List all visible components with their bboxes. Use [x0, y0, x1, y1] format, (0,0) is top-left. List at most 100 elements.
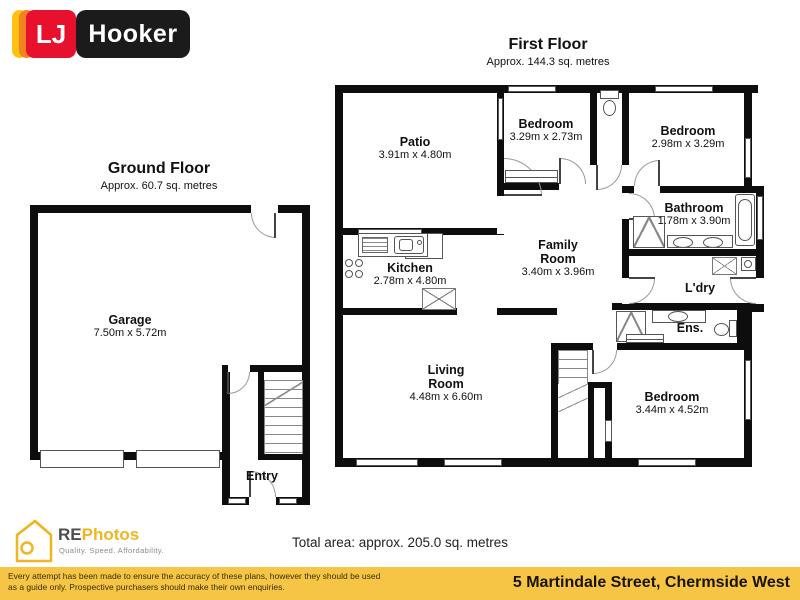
washing-machine: [712, 257, 737, 275]
wall: [258, 372, 264, 460]
door-leaf: [730, 277, 756, 279]
wall: [629, 186, 758, 193]
door-opening: [497, 196, 504, 234]
room-name: L'dry: [684, 281, 716, 295]
logo-hooker-text: Hooker: [88, 19, 178, 48]
pantry-island: [422, 288, 456, 310]
door-leaf: [249, 471, 251, 497]
door-leaf: [504, 194, 542, 196]
laundry-tub-bowl: [744, 260, 752, 268]
room-label-laundry: L'dry: [685, 281, 715, 295]
room-name: Kitchen: [387, 261, 433, 275]
door-swing-arc: [730, 278, 756, 304]
bathtub-inner: [738, 199, 752, 241]
toilet-cistern: [600, 90, 619, 99]
room-name: Bedroom: [660, 124, 716, 138]
room-dims: 3.40m x 3.96m: [521, 266, 595, 278]
basin: [673, 237, 693, 248]
room-label-bedroom1: Bedroom 3.29m x 2.73m: [510, 117, 583, 144]
door-leaf: [629, 277, 655, 279]
total-area-text: Total area: approx. 205.0 sq. metres: [291, 535, 509, 550]
shower: [633, 216, 665, 248]
room-name: Ens.: [676, 321, 704, 335]
door-opening: [228, 365, 250, 372]
sink-tap: [417, 240, 422, 245]
window: [444, 459, 502, 466]
property-address: 5 Martindale Street, Chermside West: [512, 574, 790, 591]
cooktop-burner: [345, 270, 353, 278]
room-name: Patio: [399, 135, 431, 149]
room-label-patio: Patio 3.91m x 4.80m: [379, 135, 452, 162]
basin: [703, 237, 723, 248]
room-label-bedroom3: Bedroom 3.44m x 4.52m: [636, 390, 709, 417]
wall: [30, 205, 310, 213]
room-dims: 3.29m x 2.73m: [509, 131, 583, 143]
wall: [258, 453, 310, 460]
first-floor-area-text: Approx. 144.3 sq. metres: [486, 56, 610, 68]
stair-winders: [264, 382, 303, 406]
window: [638, 459, 696, 466]
room-label-living-room: Living Room 4.48m x 6.60m: [410, 363, 483, 404]
room-name: Bedroom: [518, 117, 574, 131]
room-dims: 3.91m x 4.80m: [378, 149, 452, 161]
room-label-ensuite: Ens.: [677, 321, 703, 335]
wall: [335, 458, 752, 467]
door-opening: [634, 186, 660, 193]
wall: [551, 343, 599, 350]
ground-floor-title-text: Ground Floor: [107, 160, 211, 177]
door-swing-arc: [634, 160, 660, 186]
toilet-bowl: [603, 100, 616, 116]
wall: [590, 85, 597, 165]
wall: [30, 205, 38, 460]
wall: [30, 452, 230, 460]
wall: [497, 308, 557, 315]
room-label-kitchen: Kitchen 2.78m x 4.80m: [374, 261, 447, 288]
door-leaf: [227, 372, 229, 394]
rephotos-wordmark: REPhotos: [58, 525, 139, 545]
disclaimer-line2: as a guide only. Prospective purchasers …: [8, 582, 285, 592]
wall: [622, 249, 758, 256]
wall: [335, 308, 457, 315]
door-opening: [622, 278, 629, 304]
door-opening: [597, 158, 622, 165]
door-opening: [756, 278, 764, 304]
rephotos-photos-text: Photos: [81, 525, 140, 544]
door-swing-arc: [597, 165, 622, 190]
staircase: [558, 350, 588, 384]
room-dims: 1.78m x 3.90m: [657, 215, 731, 227]
door-opening: [559, 183, 589, 190]
ground-floor-area-text: Approx. 60.7 sq. metres: [100, 180, 218, 192]
door-leaf: [596, 165, 598, 190]
door-swing-arc: [228, 372, 250, 394]
wall: [622, 85, 629, 165]
room-dims: 4.48m x 6.60m: [409, 391, 483, 403]
room-dims: 2.98m x 3.29m: [651, 138, 725, 150]
room-label-bedroom2: Bedroom 2.98m x 3.29m: [652, 124, 725, 151]
wardrobe: [505, 170, 558, 183]
window: [757, 196, 763, 240]
wall: [222, 365, 230, 505]
kitchen-drawers: [362, 237, 388, 253]
door-swing-arc: [593, 350, 617, 374]
door-opening: [251, 205, 278, 213]
door-opening: [593, 343, 617, 350]
wall: [302, 205, 310, 505]
basin: [668, 311, 688, 322]
stair-winders: [558, 384, 588, 398]
door-leaf: [559, 158, 561, 184]
garage-door: [136, 450, 220, 468]
window: [655, 86, 713, 92]
wall: [551, 343, 558, 467]
window: [745, 138, 751, 178]
stair-winders: [558, 398, 588, 412]
disclaimer-line1: Every attempt has been made to ensure th…: [8, 571, 381, 581]
window: [745, 360, 751, 420]
room-dims: 2.78m x 4.80m: [373, 275, 447, 287]
door-leaf: [592, 350, 594, 374]
door-leaf: [274, 213, 276, 238]
room-label-bathroom: Bathroom 1.78m x 3.90m: [658, 201, 731, 228]
door-opening: [249, 497, 276, 505]
wall: [756, 186, 764, 312]
room-name: Entry: [246, 469, 278, 483]
